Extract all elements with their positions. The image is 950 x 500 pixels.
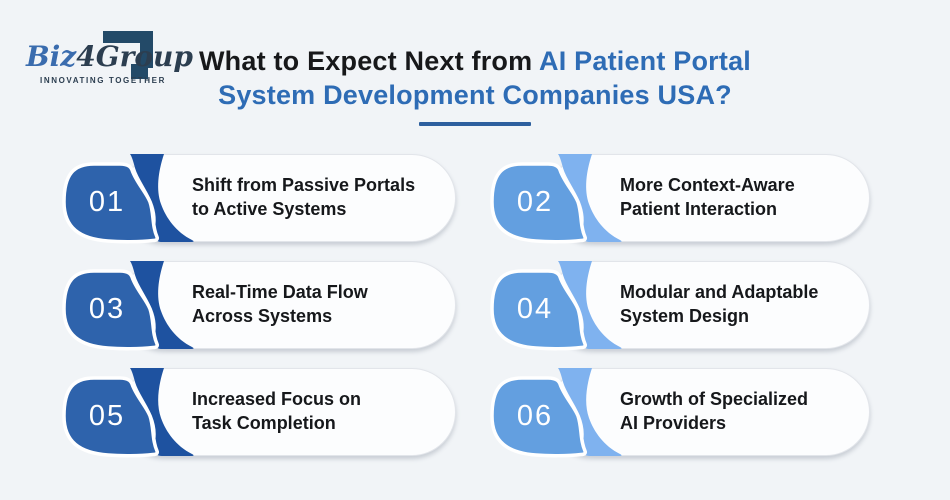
logo-square-mark-icon: [103, 31, 153, 79]
card-text: Real-Time Data Flow Across Systems: [192, 282, 368, 326]
title-underline: [419, 122, 531, 126]
card-01: 01 Shift from Passive Portals to Active …: [62, 154, 456, 244]
logo-word-group: Group: [95, 40, 193, 73]
card-03: 03 Real-Time Data Flow Across Systems: [62, 261, 456, 351]
card-number: 05: [88, 399, 126, 432]
card-02: 02 More Context-Aware Patient Interactio…: [490, 154, 870, 244]
card-pill: [120, 154, 456, 242]
card-text: Increased Focus on Task Completion: [192, 389, 362, 433]
card-06: 06 Growth of Specialized AI Providers: [490, 368, 870, 458]
page-title-line1: What to Expect Next from AI Patient Port…: [150, 44, 800, 78]
number-ribbon-decoration: [62, 154, 194, 244]
card-number: 03: [88, 292, 126, 325]
card-number: 01: [88, 185, 126, 218]
logo-tagline: INNOVATING TOGETHER: [40, 76, 166, 85]
card-number: 06: [516, 399, 554, 432]
title-blue-part: AI Patient Portal: [539, 46, 751, 76]
card-text: Growth of Specialized AI Providers: [620, 389, 809, 433]
number-ribbon-decoration: [490, 368, 622, 458]
number-ribbon-decoration: [490, 261, 622, 351]
card-number: 02: [516, 185, 554, 218]
logo-word-biz: Biz: [26, 40, 77, 73]
card-text: Modular and Adaptable System Design: [620, 282, 819, 326]
card-pill: [548, 368, 870, 456]
card-text: More Context-Aware Patient Interaction: [620, 175, 795, 219]
number-ribbon-decoration: [62, 261, 194, 351]
card-text: Shift from Passive Portals to Active Sys…: [192, 175, 416, 219]
logo-wordmark: Biz4Group: [26, 40, 193, 73]
title-dark-part: What to Expect Next from: [199, 46, 533, 76]
number-ribbon-decoration: [62, 368, 194, 458]
page-title: What to Expect Next from AI Patient Port…: [150, 44, 800, 126]
card-pill: [120, 261, 456, 349]
card-pill: [120, 368, 456, 456]
biz4group-logo: Biz4Group INNOVATING TOGETHER: [24, 26, 193, 88]
card-04: 04 Modular and Adaptable System Design: [490, 261, 870, 351]
card-05: 05 Increased Focus on Task Completion: [62, 368, 456, 458]
number-ribbon-decoration: [490, 154, 622, 244]
logo-word-four: 4: [76, 40, 96, 73]
page-title-line2: System Development Companies USA?: [218, 80, 732, 110]
card-number: 04: [516, 292, 554, 325]
card-pill: [548, 261, 870, 349]
